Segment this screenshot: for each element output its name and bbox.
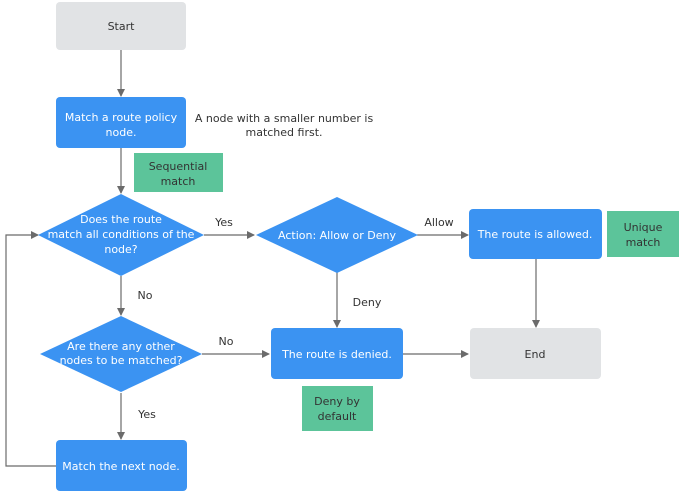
next-node-label: Match the next node. <box>62 460 179 473</box>
action-decision: Action: Allow or Deny <box>256 197 418 273</box>
unique-note-line2: match <box>626 236 661 249</box>
all-conditions-label-line3: node? <box>104 243 137 256</box>
route-allowed-node: The route is allowed. <box>469 209 602 259</box>
sequential-note-line2: match <box>161 175 196 188</box>
all-conditions-label-line1: Does the route <box>80 213 162 226</box>
deny-default-note-line2: default <box>318 410 357 423</box>
unique-note-line1: Unique <box>624 221 663 234</box>
match-policy-label-line2: node. <box>106 126 137 139</box>
action-label: Action: Allow or Deny <box>278 229 396 242</box>
sequential-note-line1: Sequential <box>149 160 208 173</box>
smaller-number-note: A node with a smaller number is matched … <box>195 112 374 139</box>
all-conditions-decision: Does the route match all conditions of t… <box>38 194 204 276</box>
other-nodes-label-line2: nodes to be matched? <box>60 354 183 367</box>
smaller-number-note-line1: A node with a smaller number is <box>195 112 374 125</box>
edge-label-no-conditions: No <box>138 289 153 302</box>
edge-label-deny: Deny <box>353 296 382 309</box>
start-node: Start <box>56 2 186 50</box>
match-policy-label-line1: Match a route policy <box>65 111 178 124</box>
match-route-policy-node: Match a route policy node. <box>56 97 186 148</box>
other-nodes-decision: Are there any other nodes to be matched? <box>40 316 202 392</box>
edge-label-no-other: No <box>219 335 234 348</box>
smaller-number-note-line2: matched first. <box>245 126 322 139</box>
start-label: Start <box>108 20 136 33</box>
edge-label-yes-other: Yes <box>137 408 156 421</box>
edge-label-allow: Allow <box>424 216 453 229</box>
end-label: End <box>525 348 546 361</box>
match-next-node: Match the next node. <box>56 440 187 491</box>
deny-default-note-line1: Deny by <box>314 395 360 408</box>
edge-next-loop-back <box>5 231 56 467</box>
route-denied-node: The route is denied. <box>271 328 403 379</box>
other-nodes-label-line1: Are there any other <box>67 340 175 353</box>
allowed-label: The route is allowed. <box>477 228 593 241</box>
unique-match-note: Unique match <box>607 211 679 257</box>
sequential-match-note: Sequential match <box>134 153 223 192</box>
edge-label-yes-conditions: Yes <box>214 216 233 229</box>
all-conditions-label-line2: match all conditions of the <box>48 228 195 241</box>
deny-by-default-note: Deny by default <box>302 386 373 431</box>
end-node: End <box>470 328 601 379</box>
denied-label: The route is denied. <box>281 348 392 361</box>
